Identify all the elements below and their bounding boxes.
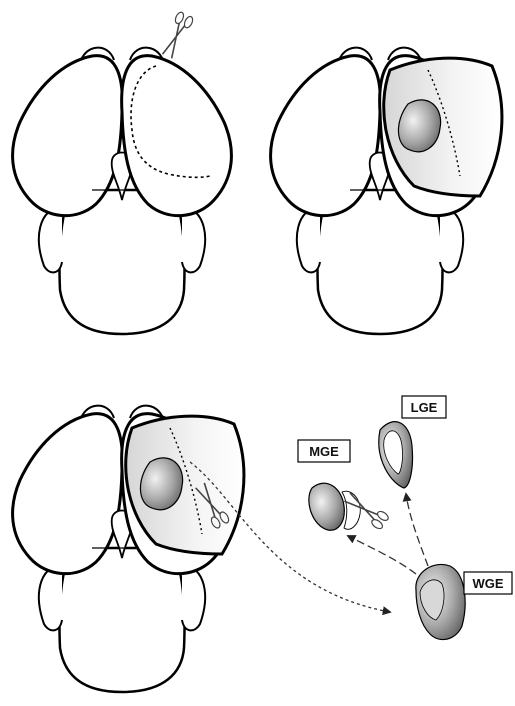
- arrow-icon: [348, 536, 416, 574]
- mge-label: MGE: [298, 440, 350, 462]
- wge-label: WGE: [464, 572, 512, 594]
- lge-piece: [379, 422, 413, 488]
- arrow-icon: [406, 494, 428, 566]
- lge-label-text: LGE: [411, 400, 438, 415]
- wge-label-text: WGE: [472, 576, 503, 591]
- brain-intact: [13, 11, 232, 334]
- lge-label: LGE: [402, 396, 446, 418]
- ganglionic-eminence: [140, 458, 182, 510]
- brain-opened: [271, 48, 502, 334]
- mge-piece: [309, 483, 360, 530]
- wge-piece: [416, 564, 465, 639]
- scissors-icon: [159, 11, 194, 60]
- mge-label-text: MGE: [309, 444, 339, 459]
- brain-dissecting: [13, 406, 244, 692]
- ganglionic-eminence: [398, 100, 440, 152]
